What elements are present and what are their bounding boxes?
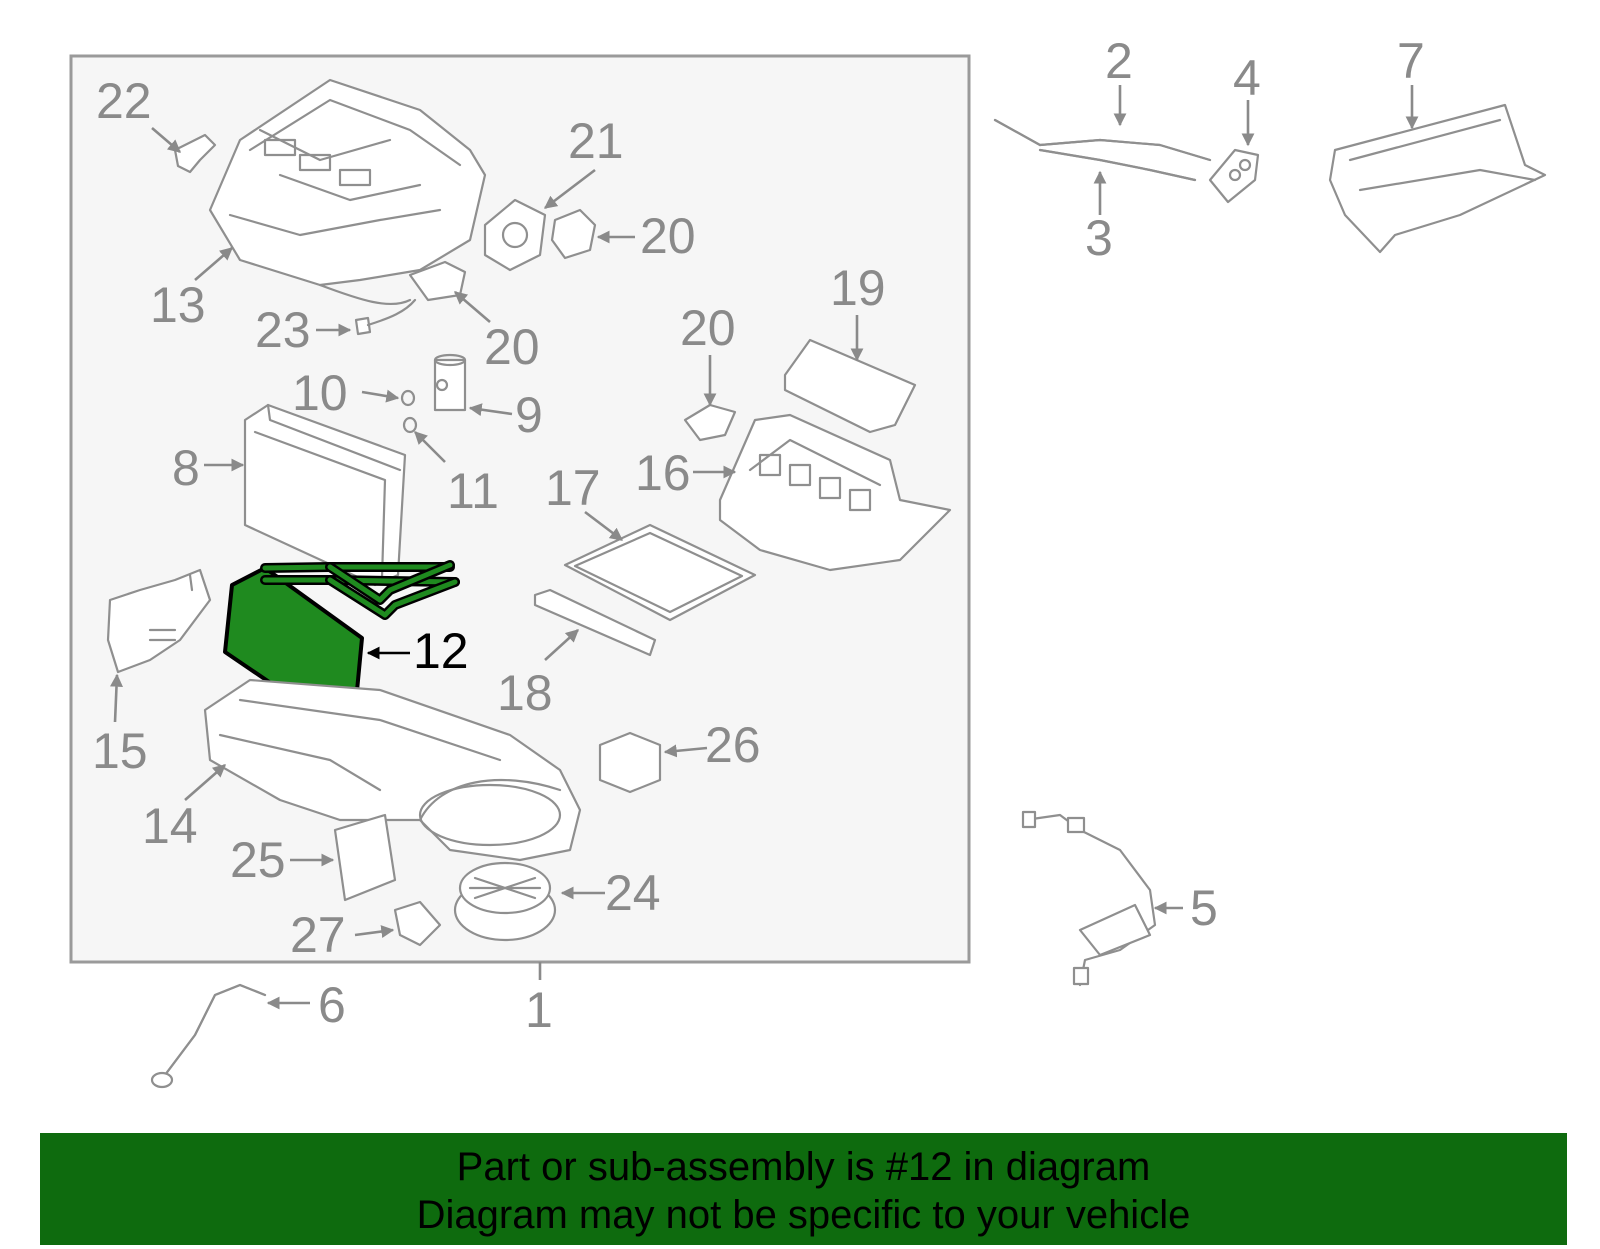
part-22-sensor[interactable]: [173, 133, 217, 174]
callout-25: 26: [705, 717, 761, 773]
callout-16: 16: [635, 445, 691, 501]
part-5-harness[interactable]: [1021, 810, 1157, 987]
part-7-duct[interactable]: [1328, 103, 1547, 254]
part-20-actuator-c[interactable]: [683, 403, 737, 442]
callout-27: 27: [290, 907, 346, 963]
part-10-oring[interactable]: [400, 389, 416, 407]
part-6-drain-hose[interactable]: [150, 983, 267, 1089]
part-25-resistor[interactable]: [598, 731, 662, 794]
callout-21: 21: [568, 113, 624, 169]
callout-20b: 20: [484, 319, 540, 375]
callout-5: 5: [1190, 880, 1218, 936]
callout-18: 18: [497, 665, 553, 721]
part-2-3-pipes[interactable]: [993, 118, 1212, 182]
info-banner: Part or sub-assembly is #12 in diagram D…: [40, 1133, 1567, 1245]
callout-19: 19: [830, 260, 886, 316]
part-20-actuator-a[interactable]: [550, 208, 597, 260]
callout-12: 12: [413, 623, 469, 679]
callout-24: 24: [605, 865, 661, 921]
part-4-gasket[interactable]: [1208, 148, 1260, 204]
callout-4: 4: [1233, 50, 1261, 106]
part-12-heater-core[interactable]: [223, 560, 460, 722]
part-14-case-lower[interactable]: [203, 678, 582, 862]
part-26-control-module[interactable]: [333, 813, 397, 902]
callout-20a: 20: [640, 208, 696, 264]
part-21-actuator-gear[interactable]: [483, 198, 547, 272]
part-20-actuator-b[interactable]: [408, 260, 467, 302]
callout-9: 9: [515, 387, 543, 443]
callout-17: 17: [545, 460, 601, 516]
callout-22: 22: [96, 73, 152, 129]
part-13-case-upper[interactable]: [208, 78, 487, 306]
part-24-blower-motor[interactable]: [453, 861, 557, 942]
banner-line-2: Diagram may not be specific to your vehi…: [416, 1193, 1191, 1237]
leader-lines: [110, 85, 1419, 1010]
callout-13: 13: [150, 277, 206, 333]
callout-8: 8: [172, 440, 200, 496]
callout-26: 25: [230, 832, 286, 888]
callout-1: 1: [525, 982, 553, 1038]
callout-7: 7: [1397, 33, 1425, 89]
callout-10: 10: [292, 365, 348, 421]
part-15-bracket[interactable]: [106, 568, 212, 674]
callout-14: 14: [142, 798, 198, 854]
part-8-evaporator[interactable]: [243, 403, 407, 587]
callout-6: 6: [318, 977, 346, 1033]
part-18-filter-cover[interactable]: [533, 588, 657, 657]
callout-labels: 22 2 3 4 7 21 20 13 23 20 10 9 11 8 12 2…: [92, 33, 1425, 1038]
part-23-clip[interactable]: [354, 298, 417, 336]
banner-line-1: Part or sub-assembly is #12 in diagram: [456, 1145, 1151, 1189]
callout-3: 3: [1085, 210, 1113, 266]
part-9-valve[interactable]: [433, 353, 467, 412]
callout-2: 2: [1105, 33, 1133, 89]
part-16-blower-case[interactable]: [718, 413, 952, 572]
callout-15: 15: [92, 723, 148, 779]
callout-23: 23: [255, 302, 311, 358]
part-27-bracket[interactable]: [393, 900, 442, 947]
part-11-oring[interactable]: [402, 416, 418, 434]
callout-11: 11: [447, 463, 499, 519]
callout-20c: 20: [680, 300, 736, 356]
part-19-filter[interactable]: [783, 338, 917, 434]
